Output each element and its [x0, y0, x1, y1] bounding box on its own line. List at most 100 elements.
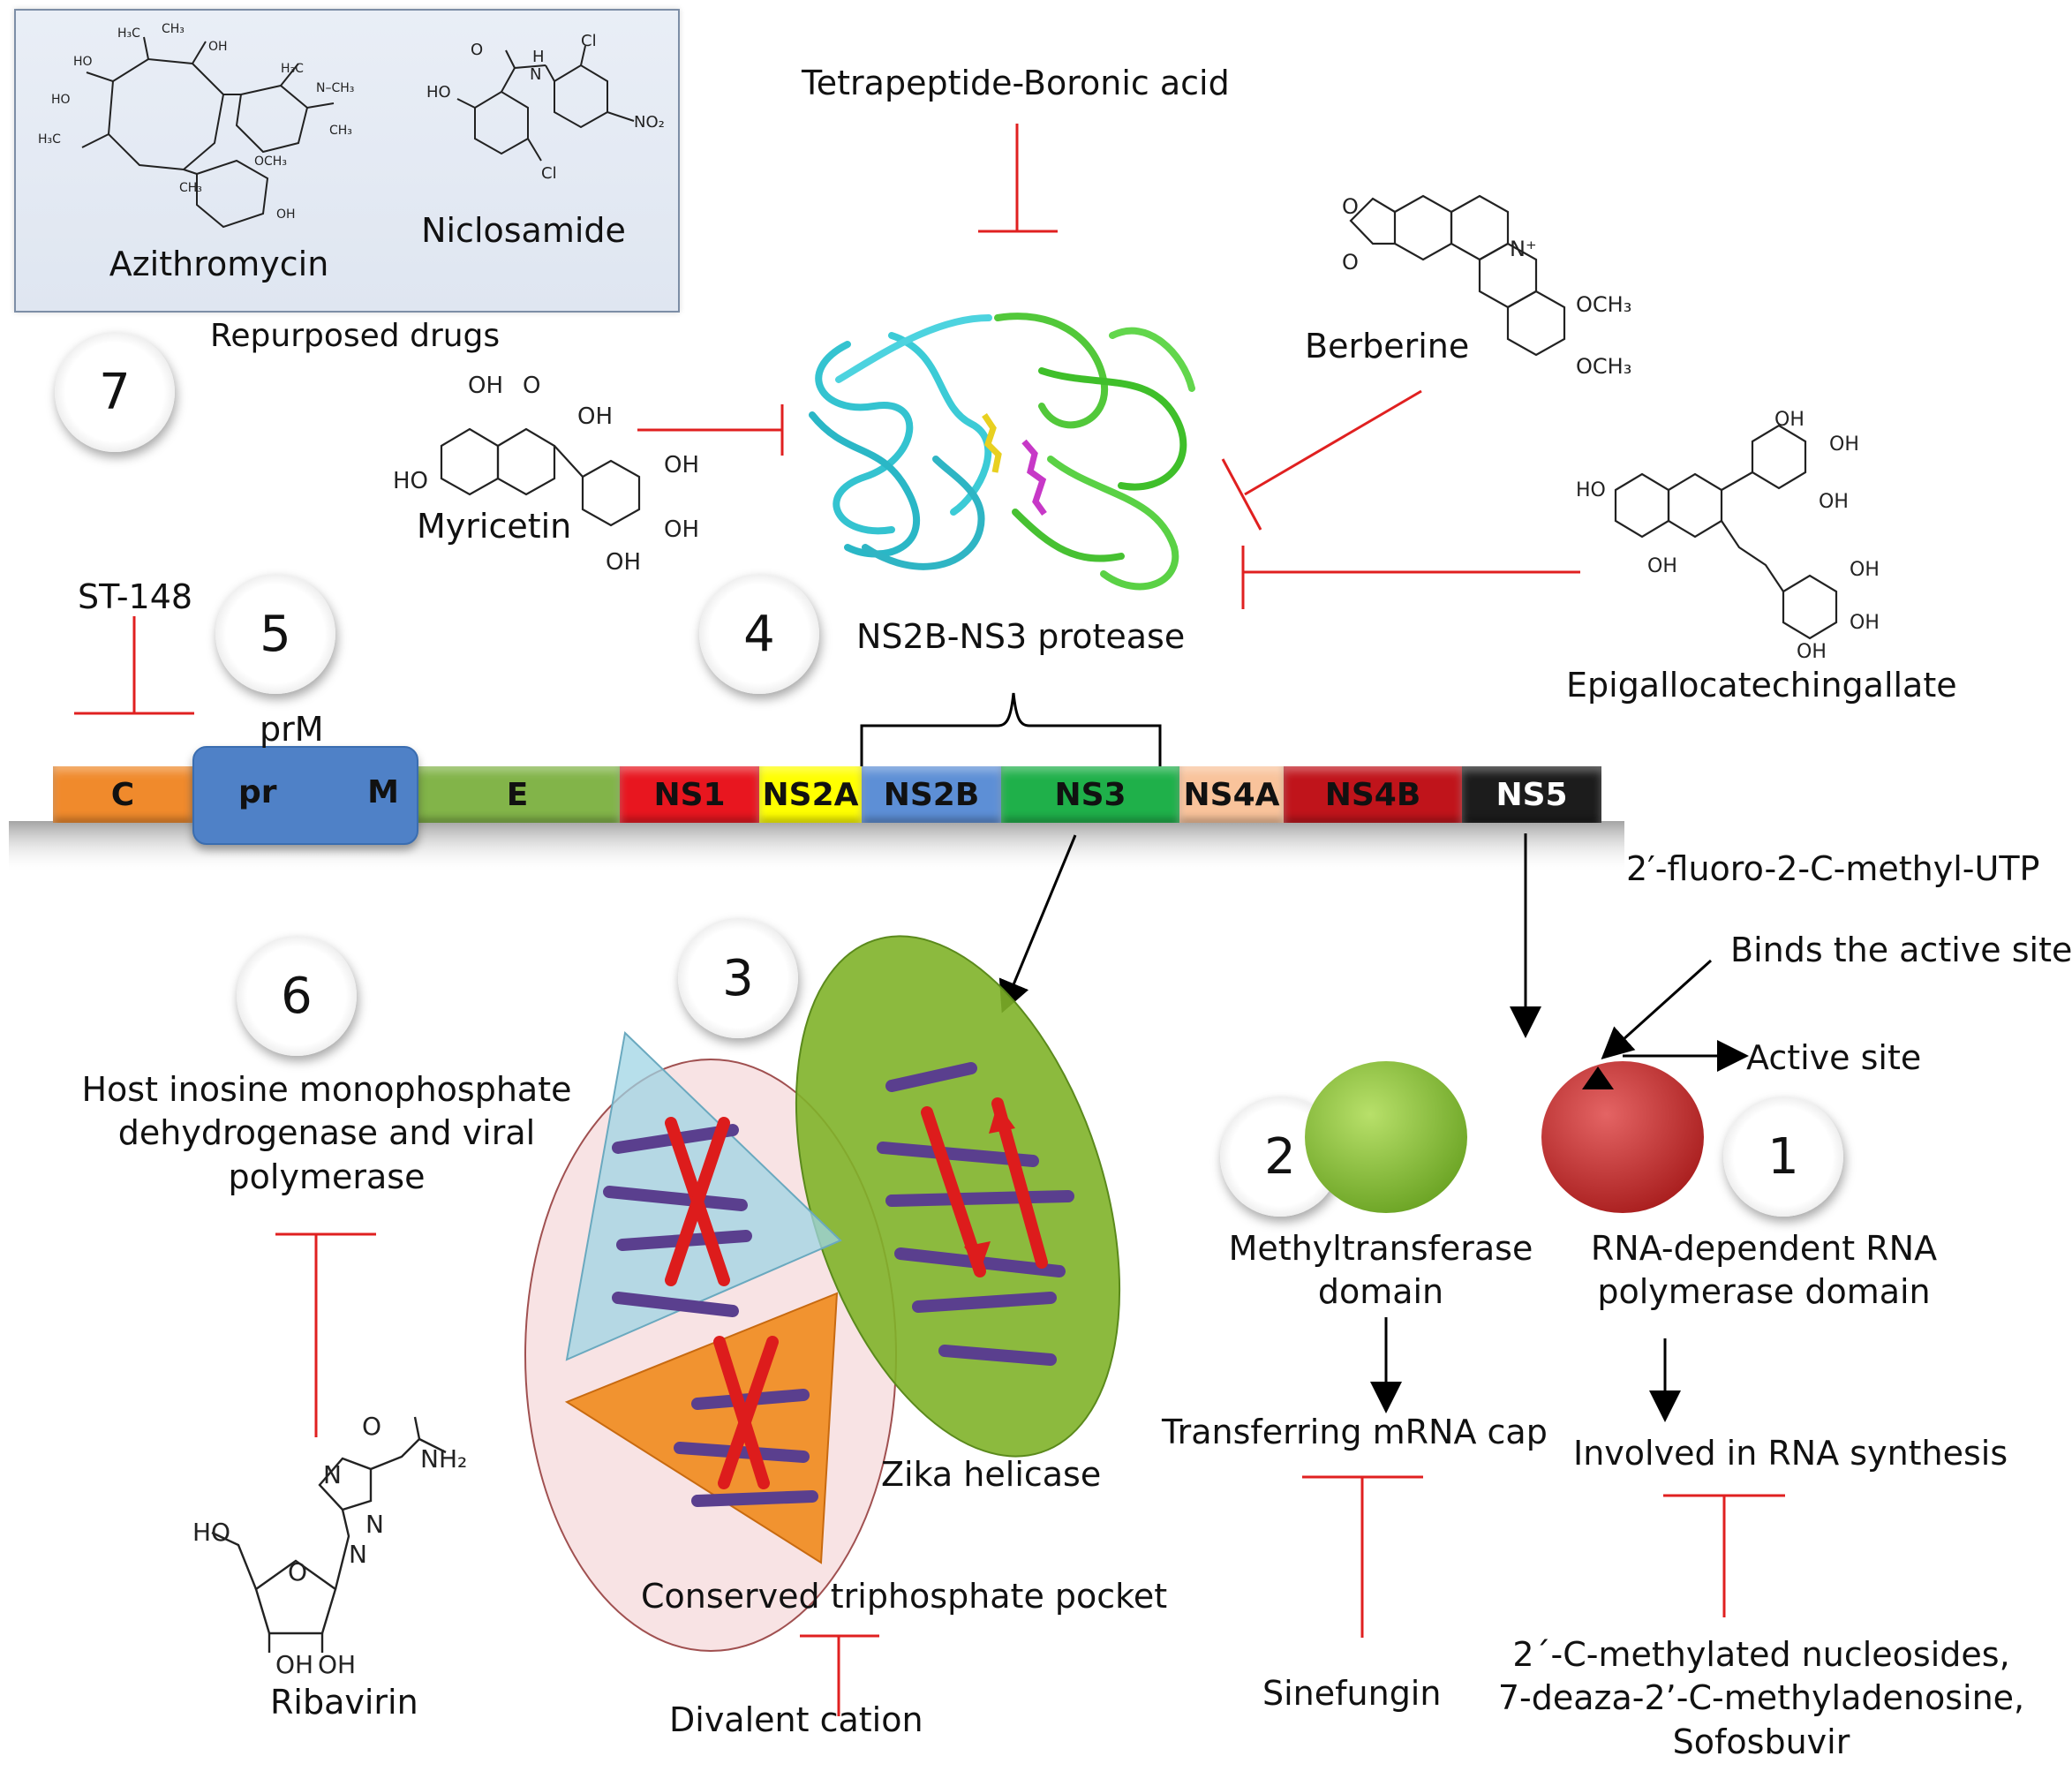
svg-text:OH: OH — [1647, 555, 1677, 577]
svg-text:O: O — [1342, 250, 1359, 275]
azithromycin-label: Azithromycin — [109, 245, 329, 283]
divalent-cation-label: Divalent cation — [669, 1700, 923, 1739]
svg-text:HO: HO — [426, 83, 451, 102]
genome-segment-ns1: NS1 — [620, 766, 759, 823]
genome-segment-ns4b: NS4B — [1284, 766, 1462, 823]
svg-text:OH: OH — [1774, 409, 1805, 431]
svg-text:N⁺: N⁺ — [1510, 237, 1537, 261]
svg-text:HO: HO — [73, 55, 93, 69]
svg-text:H₃C: H₃C — [38, 132, 61, 147]
svg-text:CH₃: CH₃ — [329, 124, 352, 138]
mt-line-2: domain — [1317, 1272, 1444, 1312]
svg-text:N: N — [530, 65, 541, 84]
genome-segment-c: C — [53, 766, 192, 823]
badge-6: 6 — [237, 936, 357, 1056]
ns2b-ns3-bracket — [860, 692, 1162, 775]
protease-ligand — [982, 413, 1047, 516]
svg-text:OH: OH — [664, 452, 699, 479]
utp-label: 2′-fluoro-2-C-methyl-UTP — [1626, 849, 2040, 888]
svg-text:CH₃: CH₃ — [179, 181, 202, 195]
rdrp-label: RNA-dependent RNA polymerase domain — [1580, 1227, 1948, 1315]
azithromycin-structure — [81, 36, 335, 229]
badge-3: 3 — [678, 918, 798, 1038]
genome-segment-ns4a: NS4A — [1179, 766, 1284, 823]
ribavirin-label: Ribavirin — [270, 1683, 418, 1722]
nucleoside-inhibitors-label: 2´-C-methylated nucleosides, 7-deaza-2’-… — [1492, 1633, 2031, 1764]
impdh-line-1: Host inosine monophosphate — [81, 1070, 572, 1109]
svg-text:H₃C: H₃C — [281, 62, 304, 76]
st148-inhibition — [74, 616, 194, 715]
svg-text:OH: OH — [318, 1650, 356, 1679]
triphosphate-pocket-label: Conserved triphosphate pocket — [641, 1577, 1168, 1616]
svg-text:OH: OH — [577, 403, 613, 430]
mt-line-1: Methyltransferase — [1228, 1229, 1533, 1268]
genome-segment-e: E — [415, 766, 620, 823]
svg-text:N–CH₃: N–CH₃ — [316, 81, 354, 95]
svg-text:O: O — [523, 373, 540, 399]
ns3-to-helicase-arrow — [998, 834, 1077, 1014]
st148-label: ST-148 — [78, 577, 193, 616]
svg-text:N: N — [323, 1460, 342, 1489]
svg-text:H: H — [532, 48, 545, 66]
svg-text:OCH₃: OCH₃ — [254, 154, 287, 169]
berberine-inhibition — [1221, 389, 1422, 531]
svg-text:NH₂: NH₂ — [420, 1444, 467, 1473]
genome-segment-ns3: NS3 — [1001, 766, 1179, 823]
rdrp-function-label: Involved in RNA synthesis — [1573, 1434, 2008, 1473]
impdh-label: Host inosine monophosphate dehydrogenase… — [53, 1068, 600, 1199]
svg-text:NO₂: NO₂ — [634, 113, 665, 132]
svg-text:OCH₃: OCH₃ — [1576, 354, 1631, 379]
badge-7: 7 — [55, 332, 175, 452]
svg-text:Cl: Cl — [581, 32, 597, 50]
svg-text:OH: OH — [606, 549, 641, 576]
berberine-label: Berberine — [1305, 327, 1470, 366]
rdrp-line-2: polymerase domain — [1597, 1272, 1931, 1312]
svg-text:OH: OH — [1819, 491, 1849, 513]
methyltransferase-label: Methyltransferase domain — [1201, 1227, 1561, 1315]
genome-segment-pr: pr — [238, 774, 277, 810]
egcg-label: Epigallocatechingallate — [1566, 666, 1957, 705]
niclosamide-structure — [456, 45, 635, 162]
zika-helicase-label: Zika helicase — [881, 1455, 1102, 1494]
protease-label: NS2B-NS3 protease — [856, 617, 1186, 656]
genome-segment-prm: pr M — [192, 746, 418, 845]
myricetin-label: Myricetin — [417, 507, 572, 546]
nucleoside-line-1: 2´-C-methylated nucleosides, — [1512, 1635, 2010, 1674]
helicase-diagram — [524, 935, 1121, 1652]
svg-text:HO: HO — [192, 1518, 230, 1547]
utp-binding-arrow — [1601, 959, 1713, 1060]
genome-segment-ns2b: NS2B — [862, 766, 1001, 823]
svg-text:O: O — [362, 1412, 381, 1441]
svg-text:OH: OH — [276, 207, 296, 222]
svg-text:OH: OH — [275, 1650, 313, 1679]
svg-text:O: O — [288, 1557, 307, 1586]
niclosamide-label: Niclosamide — [421, 211, 626, 250]
egcg-structure — [1614, 424, 1838, 640]
sinefungin-label: Sinefungin — [1262, 1674, 1442, 1713]
svg-text:N: N — [349, 1540, 367, 1569]
repurposed-drugs-caption: Repurposed drugs — [210, 318, 501, 354]
tetrapeptide-inhibition — [978, 124, 1058, 233]
prm-label: prM — [260, 710, 324, 749]
tetrapeptide-label: Tetrapeptide-Boronic acid — [802, 64, 1230, 102]
svg-text:N: N — [365, 1510, 384, 1539]
svg-text:HO: HO — [393, 468, 428, 494]
rdrp-line-1: RNA-dependent RNA — [1590, 1229, 1938, 1268]
badge-5: 5 — [215, 574, 335, 694]
svg-text:OH: OH — [468, 373, 503, 399]
svg-text:HO: HO — [1576, 479, 1606, 501]
myricetin-inhibition — [637, 404, 784, 456]
svg-text:OH: OH — [1829, 433, 1859, 456]
impdh-line-3: polymerase — [228, 1157, 426, 1196]
genome-segment-m: M — [367, 774, 399, 810]
binds-active-site-label: Binds the active site — [1730, 931, 2072, 969]
nucleoside-line-3: Sofosbuvir — [1672, 1722, 1850, 1761]
badge-1: 1 — [1723, 1097, 1843, 1217]
svg-text:HO: HO — [51, 93, 71, 107]
genome-segment-ns2a: NS2A — [759, 766, 862, 823]
